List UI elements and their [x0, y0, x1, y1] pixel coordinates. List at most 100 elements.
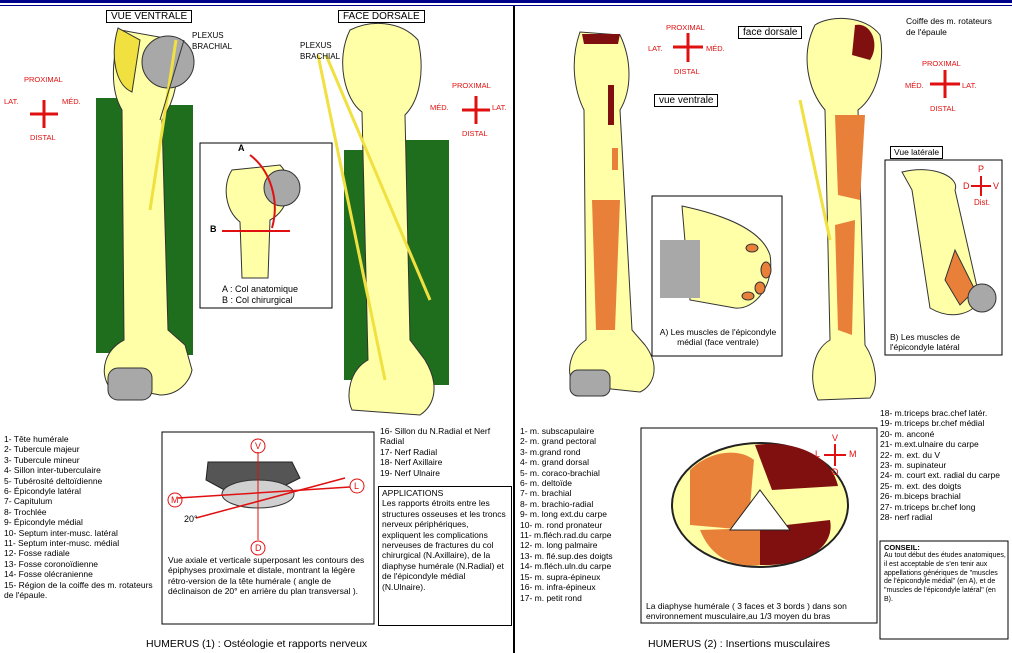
- label-vue-ventrale: vue ventrale: [654, 94, 718, 107]
- conseil-title: CONSEIL:: [884, 543, 1006, 552]
- axial-text: Vue axiale et verticale superposant les …: [168, 555, 370, 597]
- legend-item: 19- m.triceps br.chef médial: [880, 418, 1010, 428]
- section-caption: La diaphyse humérale ( 3 faces et 3 bord…: [646, 601, 874, 622]
- legend-item: 7- m. brachial: [520, 488, 640, 498]
- muscle-10-dot: [746, 244, 758, 252]
- header-vue-ventrale: VUE VENTRALE: [106, 10, 192, 23]
- legend-item: 5- m. coraco-brachial: [520, 468, 640, 478]
- subscapular-insertion: [582, 34, 620, 44]
- legend-item: 4- Sillon inter-tuberculaire: [4, 465, 156, 475]
- inset-label-a: A: [238, 143, 245, 154]
- legend-item: 14- m.fléch.uln.du carpe: [520, 561, 640, 571]
- legend-item: 28- nerf radial: [880, 512, 1010, 522]
- compass-left-left: LAT.: [4, 96, 18, 107]
- compass-left-right: MÉD.: [62, 96, 81, 107]
- legend-item: 4- m. grand dorsal: [520, 457, 640, 467]
- inset-b-head: [968, 284, 996, 312]
- legend-item: 2- Tubercule majeur: [4, 444, 156, 454]
- legend-item: 26- m.biceps brachial: [880, 491, 1010, 501]
- vue-laterale-label: Vue latérale: [890, 146, 943, 159]
- ventral-head: [570, 370, 610, 396]
- compass-left-top: PROXIMAL: [24, 74, 63, 85]
- legend-right-2: 18- m.triceps brac.chef latér. 19- m.tri…: [880, 408, 1010, 522]
- legend-item: 19- Nerf Ulnaire: [380, 468, 500, 478]
- legend-item: 11- m.fléch.rad.du carpe: [520, 530, 640, 540]
- p2-compass2-bottom: DISTAL: [930, 103, 956, 114]
- muscle-13-dot: [742, 292, 754, 300]
- legend-item: 1- Tête humérale: [4, 434, 156, 444]
- legend-item: 12- Fosse radiale: [4, 548, 156, 558]
- legend-item: 1- m. subscapulaire: [520, 426, 640, 436]
- legend-item: 12- m. long palmaire: [520, 540, 640, 550]
- triceps-medial-insertion: [835, 220, 855, 335]
- axial-label-d: D: [255, 543, 262, 554]
- label-face-dorsale: face dorsale: [738, 26, 802, 39]
- compass-right-left: MÉD.: [430, 102, 449, 113]
- p2-compass2-right: LAT.: [962, 80, 976, 91]
- legend-item: 6- m. deltoïde: [520, 478, 640, 488]
- legend-item: 8- Trochlée: [4, 507, 156, 517]
- coracobrachial-insertion: [608, 85, 614, 125]
- axial-label-l: L: [354, 481, 359, 492]
- capitulum-trochlea: [108, 368, 152, 400]
- compass-right: [462, 96, 490, 124]
- compass-p2-right: [930, 70, 960, 98]
- inset-label-b: B: [210, 224, 217, 235]
- deltoid-insertion: [612, 148, 618, 170]
- inset-b-caption: B) Les muscles de l'épicondyle latéral: [890, 332, 1000, 353]
- legend-item: 25- m. ext. des doigts: [880, 481, 1010, 491]
- applications-title: APPLICATIONS: [382, 488, 508, 498]
- legend-item: 14- Fosse olécranienne: [4, 569, 156, 579]
- p2-compass-bottom: DISTAL: [674, 66, 700, 77]
- legend-item: 16- m. infra-épineux: [520, 582, 640, 592]
- legend-left-1: 1- Tête humérale 2- Tubercule majeur 3- …: [4, 434, 156, 601]
- legend-item: 5- Tubérosité deltoïdienne: [4, 476, 156, 486]
- legend-item: 15- Région de la coiffe des m. rotateurs…: [4, 580, 156, 601]
- triceps-lateral-insertion: [835, 115, 865, 200]
- insertion-dorsal-bone: [807, 18, 881, 400]
- inset-a-trochlea: [660, 240, 700, 298]
- legend-item: 23- m. supinateur: [880, 460, 1010, 470]
- p2-compass2-left: MÉD.: [905, 80, 924, 91]
- section-compass-top: V: [832, 433, 838, 444]
- humeral-head: [142, 36, 194, 88]
- legend-item: 7- Capitulum: [4, 496, 156, 506]
- footer-left: HUMERUS (1) : Ostéologie et rapports ner…: [146, 638, 367, 650]
- conseil-text: Au tout début des études anatomiques, il…: [884, 552, 1006, 605]
- legend-item: 17- m. petit rond: [520, 593, 640, 603]
- plexus-label-left: PLEXUS BRACHIAL: [192, 30, 234, 52]
- legend-item: 6- Épicondyle latéral: [4, 486, 156, 496]
- axial-label-m: M: [171, 495, 179, 506]
- legend-left-2: 1- m. subscapulaire 2- m. grand pectoral…: [520, 426, 640, 603]
- legend-item: 24- m. court ext. radial du carpe: [880, 470, 1010, 480]
- insertion-dorsal: [800, 18, 882, 400]
- insertion-ventral: [570, 32, 655, 396]
- legend-item: 8- m. brachio-radial: [520, 499, 640, 509]
- lat-compass-top: P: [978, 164, 984, 175]
- compass-left-bottom: DISTAL: [30, 132, 56, 143]
- inset-caption-a: A : Col anatomique: [222, 284, 298, 295]
- legend-item: 3- m.grand rond: [520, 447, 640, 457]
- lat-compass-bottom: Dist.: [974, 197, 990, 208]
- footer-right: HUMERUS (2) : Insertions musculaires: [648, 638, 830, 650]
- p2-compass-right: MÉD.: [706, 43, 725, 54]
- axial-angle: 20°: [184, 514, 198, 525]
- legend-item: 3- Tubercule mineur: [4, 455, 156, 465]
- muscle-11-dot: [761, 262, 771, 278]
- header-face-dorsale: FACE DORSALE: [338, 10, 425, 23]
- conseil-text-wrap: CONSEIL: Au tout début des études anatom…: [884, 543, 1006, 605]
- compass-right-top: PROXIMAL: [452, 80, 491, 91]
- coiffe-label: Coiffe des m. rotateurs de l'épaule: [906, 16, 996, 38]
- section-compass-bottom: D: [832, 467, 839, 478]
- p2-compass2-top: PROXIMAL: [922, 58, 961, 69]
- compass-left: [30, 100, 58, 128]
- inset-neck-head: [264, 170, 300, 206]
- legend-item: 22- m. ext. du V: [880, 450, 1010, 460]
- applications-text: Les rapports étroits entre les structure…: [382, 498, 508, 592]
- inset-caption-b: B : Col chirurgical: [222, 295, 293, 306]
- compass-right-right: LAT.: [492, 102, 506, 113]
- legend-item: 18- Nerf Axillaire: [380, 457, 500, 467]
- section-compass-right: M: [849, 449, 857, 460]
- legend-item: 21- m.ext.ulnaire du carpe: [880, 439, 1010, 449]
- humerus-ventral: [96, 28, 194, 400]
